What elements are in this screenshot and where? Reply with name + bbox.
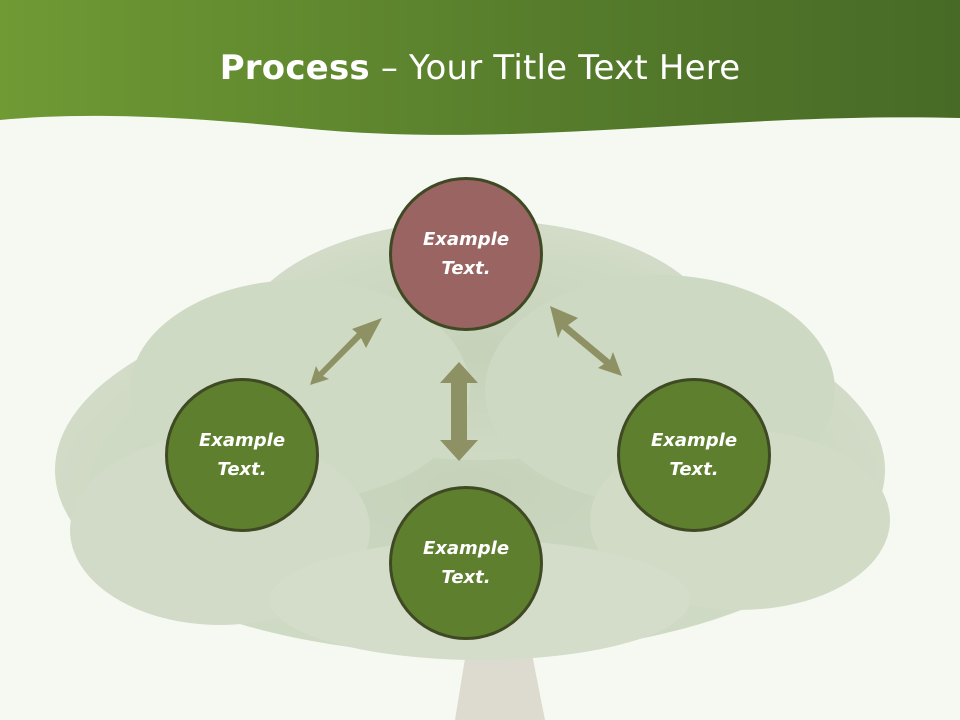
arrow-top-left — [310, 318, 382, 385]
header-band — [0, 0, 960, 135]
node-top-label: Example Text. — [422, 229, 510, 279]
slide-title: Process – Your Title Text Here — [0, 48, 960, 88]
node-right-label: Example Text. — [650, 430, 738, 480]
node-top: Example Text. — [389, 177, 543, 331]
arrow-top-right — [550, 306, 622, 376]
node-bottom: Example Text. — [389, 486, 543, 640]
node-right: Example Text. — [617, 378, 771, 532]
title-rest: – Your Title Text Here — [369, 48, 741, 88]
title-bold: Process — [219, 48, 370, 88]
node-left-label: Example Text. — [198, 430, 286, 480]
arrow-vertical — [440, 362, 478, 461]
node-left: Example Text. — [165, 378, 319, 532]
node-bottom-label: Example Text. — [422, 538, 510, 588]
